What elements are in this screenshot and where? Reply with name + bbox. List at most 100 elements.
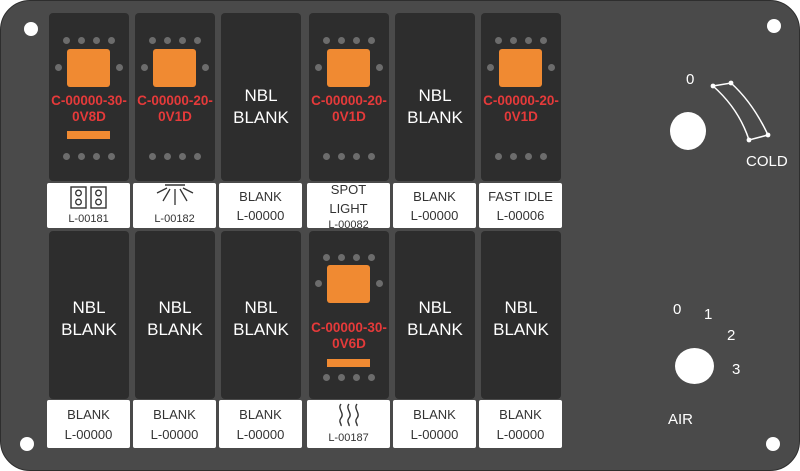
blank-label: BLANK (61, 320, 117, 339)
legend-label-11: BLANK L-00000 (393, 400, 476, 448)
blank-label: NBL (418, 86, 452, 105)
legend-label-12: BLANK L-00000 (479, 400, 562, 448)
air-knob[interactable] (675, 348, 714, 384)
label-code: L-00000 (236, 427, 285, 442)
indicator-dots (63, 153, 115, 161)
legend-label-2: L-00182 (133, 183, 216, 228)
label-code: L-00182 (154, 213, 195, 225)
temp-cold-label: COLD (746, 153, 788, 170)
label-text: BLANK (153, 407, 196, 422)
switch-code: C-00000-30- (311, 320, 387, 335)
mounting-hole (767, 19, 781, 33)
legend-label-1: L-00181 (47, 183, 130, 228)
mounting-hole (24, 22, 38, 36)
work-light-icon (156, 184, 194, 205)
label-code: L-00000 (410, 427, 459, 442)
temp-zero-label: 0 (686, 71, 695, 88)
mounting-hole (20, 437, 34, 451)
blank-switch-9: NBL BLANK (221, 231, 301, 399)
air-label: AIR (668, 411, 694, 428)
air-position-label: 0 (673, 301, 682, 318)
blank-label: NBL (244, 298, 278, 317)
indicator-dots (323, 37, 375, 45)
legend-label-10: L-00187 (307, 400, 390, 448)
blank-label: BLANK (493, 320, 549, 339)
legend-label-9: BLANK L-00000 (219, 400, 302, 448)
switch-code: C-00000-20- (311, 93, 387, 108)
legend-label-3: BLANK L-00000 (219, 183, 302, 228)
indicator-dots (495, 37, 547, 45)
air-position-label: 2 (727, 327, 736, 344)
label-text: LIGHT (329, 201, 368, 216)
blank-label: NBL (72, 298, 106, 317)
door-lock-icon (70, 186, 107, 209)
blank-switch-8: NBL BLANK (135, 231, 215, 399)
switch-code: C-00000-30- (51, 93, 127, 108)
blank-label: NBL (418, 298, 452, 317)
label-code: L-00082 (328, 219, 369, 228)
led-bar (327, 359, 370, 367)
blank-switch-3: NBL BLANK (221, 13, 301, 181)
indicator-dots (323, 374, 375, 382)
indicator-dots (149, 37, 201, 45)
label-code: L-00006 (496, 208, 545, 223)
led-indicator (67, 49, 110, 87)
blank-label: BLANK (407, 320, 463, 339)
switch-code: 0V1D (504, 109, 538, 124)
indicator-dots (323, 153, 375, 161)
label-text: BLANK (499, 407, 542, 422)
switch-code: C-00000-20- (483, 93, 559, 108)
blank-label: BLANK (407, 108, 463, 127)
label-text: BLANK (239, 189, 282, 204)
indicator-dots (323, 254, 375, 262)
air-position-label: 1 (704, 306, 713, 323)
legend-label-5: BLANK L-00000 (393, 183, 476, 228)
indicator-dots (495, 153, 547, 161)
blank-label: BLANK (147, 320, 203, 339)
rocker-switch-4[interactable]: C-00000-20- 0V1D (309, 13, 389, 181)
rocker-switch-2[interactable]: C-00000-20- 0V1D (135, 13, 215, 181)
rocker-switch-10[interactable]: C-00000-30- 0V6D (309, 231, 389, 399)
blank-switch-7: NBL BLANK (49, 231, 129, 399)
switch-code: 0V1D (158, 109, 192, 124)
switch-code: C-00000-20- (137, 93, 213, 108)
rocker-switch-6[interactable]: C-00000-20- 0V1D (481, 13, 561, 181)
led-indicator (327, 265, 370, 303)
label-text: FAST IDLE (488, 189, 553, 204)
blank-label: NBL (504, 298, 538, 317)
label-code: L-00187 (328, 432, 369, 444)
legend-label-8: BLANK L-00000 (133, 400, 216, 448)
label-code: L-00000 (236, 208, 285, 223)
legend-label-4: SPOT LIGHT L-00082 (307, 183, 390, 228)
label-code: L-00000 (496, 427, 545, 442)
label-code: L-00000 (64, 427, 113, 442)
heat-icon (339, 403, 359, 427)
blank-label: BLANK (233, 108, 289, 127)
rocker-switch-1[interactable]: C-00000-30- 0V8D (49, 13, 129, 181)
led-bar (67, 131, 110, 139)
indicator-dots (63, 37, 115, 45)
label-code: L-00000 (410, 208, 459, 223)
led-indicator (499, 49, 542, 87)
indicator-dots (149, 153, 201, 161)
label-code: L-00181 (68, 213, 109, 225)
led-indicator (327, 49, 370, 87)
temp-knob[interactable] (670, 112, 706, 150)
legend-label-6: FAST IDLE L-00006 (479, 183, 562, 228)
switch-code: 0V8D (72, 109, 106, 124)
mounting-hole (766, 437, 780, 451)
label-text: BLANK (413, 407, 456, 422)
air-position-label: 3 (732, 361, 741, 378)
blank-switch-5: NBL BLANK (395, 13, 475, 181)
blank-switch-11: NBL BLANK (395, 231, 475, 399)
blank-label: NBL (158, 298, 192, 317)
blank-switch-12: NBL BLANK (481, 231, 561, 399)
label-text: BLANK (413, 189, 456, 204)
switch-code: 0V1D (332, 109, 366, 124)
switch-code: 0V6D (332, 336, 366, 351)
blank-label: NBL (244, 86, 278, 105)
label-text: BLANK (67, 407, 110, 422)
label-code: L-00000 (150, 427, 199, 442)
led-indicator (153, 49, 196, 87)
